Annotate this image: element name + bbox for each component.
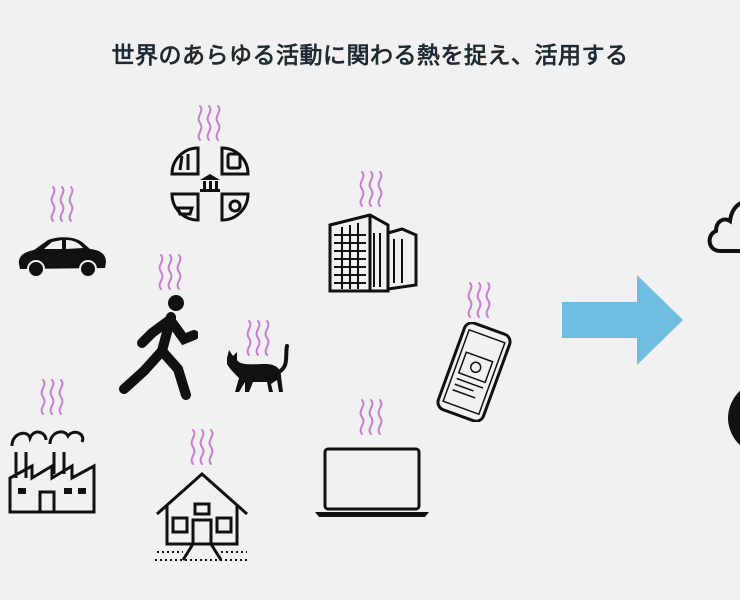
cat-icon bbox=[227, 344, 289, 392]
house-icon bbox=[155, 471, 249, 561]
heat-waves-icon bbox=[187, 428, 217, 466]
heat-waves-icon bbox=[47, 185, 77, 223]
heat-waves-icon bbox=[464, 281, 494, 319]
laptop-icon bbox=[315, 447, 429, 517]
heat-waves-icon bbox=[356, 398, 386, 436]
cloud-icon bbox=[707, 201, 740, 253]
page-title: 世界のあらゆる活動に関わる熱を捉え、活用する bbox=[111, 43, 629, 69]
buildings-icon bbox=[328, 213, 418, 293]
smart-city-icon bbox=[170, 146, 250, 222]
heat-waves-icon bbox=[155, 253, 185, 291]
heat-waves-icon bbox=[194, 104, 224, 142]
factory-icon bbox=[8, 430, 96, 514]
heat-waves-icon bbox=[37, 378, 67, 416]
runner-icon bbox=[119, 295, 198, 400]
heat-waves-icon bbox=[356, 170, 386, 208]
partial-dark-icon bbox=[728, 390, 740, 446]
arrow-right-icon bbox=[562, 275, 683, 365]
car-icon bbox=[18, 237, 106, 278]
smartphone-icon bbox=[436, 322, 512, 422]
